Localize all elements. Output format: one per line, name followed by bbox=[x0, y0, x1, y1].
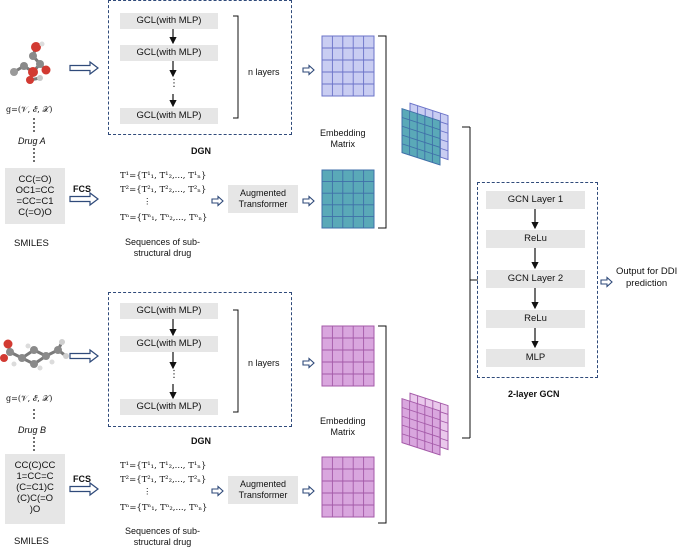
smiles-label-b: SMILES bbox=[14, 536, 49, 547]
fcs-label-b: FCS bbox=[73, 474, 91, 484]
gcl-a-3: GCL(with MLP) bbox=[120, 108, 218, 124]
arrow-seq-b-to-transformer bbox=[211, 485, 224, 497]
seq-b-dots: ⋮ bbox=[143, 487, 152, 497]
seq-b-2: T²={T²₁, T²₂,..., T²ₙ} bbox=[120, 475, 207, 485]
gcl-a-2: GCL(with MLP) bbox=[120, 45, 218, 61]
augmented-transformer-b: Augmented Transformer bbox=[228, 476, 298, 504]
gcl-b-1: GCL(with MLP) bbox=[120, 303, 218, 319]
gcl-a-1: GCL(with MLP) bbox=[120, 13, 218, 29]
seq-a-1: T¹={T¹₁, T¹₂,..., T¹ₙ} bbox=[120, 171, 207, 181]
seq-b-1: T¹={T¹₁, T¹₂,..., T¹ₙ} bbox=[120, 461, 207, 471]
graph-label-a: g=(𝒱, ℰ, 𝒳) bbox=[6, 105, 53, 114]
drug-b-name: Drug B bbox=[18, 425, 47, 435]
gcn-box bbox=[477, 182, 598, 378]
arrow-gcn-to-output bbox=[600, 276, 613, 288]
gcn-title: 2-layer GCN bbox=[508, 389, 560, 399]
embedding-matrix-a-dgn bbox=[321, 35, 375, 97]
embedding-matrix-a-transformer bbox=[321, 169, 375, 229]
output-label: Output for DDI prediction bbox=[616, 266, 678, 289]
dgn-box-b bbox=[108, 292, 292, 427]
bracket-matrices-b bbox=[378, 325, 387, 524]
embedding-label-b: Embedding Matrix bbox=[320, 416, 366, 437]
arrow-molecule-a-to-dgn bbox=[69, 61, 99, 75]
seq-caption-b: Sequences of sub- structural drug bbox=[125, 526, 201, 547]
dgn-title-a: DGN bbox=[191, 146, 211, 156]
molecule-a-image bbox=[10, 41, 51, 84]
gcl-b-2: GCL(with MLP) bbox=[120, 336, 218, 352]
combined-matrix-b-front bbox=[401, 397, 441, 456]
smiles-box-a: CC(=O) OC1=CC =CC=C1 C(=O)O bbox=[5, 168, 65, 224]
fcs-label-a: FCS bbox=[73, 184, 91, 194]
smiles-label-a: SMILES bbox=[14, 238, 49, 249]
seq-a-dots: ⋮ bbox=[143, 197, 152, 207]
n-layers-label-b: n layers bbox=[248, 358, 280, 368]
n-layers-brace-a bbox=[233, 15, 239, 119]
seq-b-n: Tⁿ={Tⁿ₁, Tⁿ₂,..., Tⁿₙ} bbox=[120, 503, 208, 513]
n-layers-label-a: n layers bbox=[248, 67, 280, 77]
gcl-b-3: GCL(with MLP) bbox=[120, 399, 218, 415]
combined-matrix-a-front bbox=[401, 107, 441, 166]
arrow-dgn-b-to-matrix bbox=[302, 357, 315, 369]
arrow-dgn-a-to-matrix bbox=[302, 64, 315, 76]
relu-2: ReLu bbox=[486, 310, 585, 328]
dgn-title-b: DGN bbox=[191, 436, 211, 446]
embedding-matrix-b-dgn bbox=[321, 325, 375, 387]
mlp-layer: MLP bbox=[486, 349, 585, 367]
arrow-transformer-b-to-matrix bbox=[302, 485, 315, 497]
embedding-matrix-b-transformer bbox=[321, 456, 375, 518]
gcn-layer-1: GCN Layer 1 bbox=[486, 191, 585, 209]
molecule-b-image bbox=[0, 339, 69, 371]
augmented-transformer-a: Augmented Transformer bbox=[228, 185, 298, 213]
seq-caption-a: Sequences of sub- structural drug bbox=[125, 237, 201, 258]
seq-a-2: T²={T²₁, T²₂,..., T²ₙ} bbox=[120, 185, 207, 195]
smiles-box-b: CC(C)CC 1=CC=C (C=C1)C (C)C(=O )O bbox=[5, 454, 65, 524]
embedding-label-a: Embedding Matrix bbox=[320, 128, 366, 149]
seq-a-n: Tⁿ={Tⁿ₁, Tⁿ₂,..., Tⁿₙ} bbox=[120, 213, 208, 223]
dgn-a-dots: ⋮ bbox=[169, 78, 179, 89]
arrow-seq-a-to-transformer bbox=[211, 195, 224, 207]
drug-a-name: Drug A bbox=[18, 136, 46, 146]
gcn-layer-2: GCN Layer 2 bbox=[486, 270, 585, 288]
arrow-transformer-a-to-matrix bbox=[302, 195, 315, 207]
bracket-matrices-a bbox=[378, 35, 387, 229]
arrow-molecule-b-to-dgn bbox=[69, 349, 99, 363]
dgn-box-a bbox=[108, 0, 292, 135]
dgn-b-dots: ⋮ bbox=[169, 369, 179, 380]
relu-1: ReLu bbox=[486, 230, 585, 248]
n-layers-brace-b bbox=[233, 309, 239, 413]
graph-label-b: g=(𝒱, ℰ, 𝒳) bbox=[6, 394, 53, 403]
